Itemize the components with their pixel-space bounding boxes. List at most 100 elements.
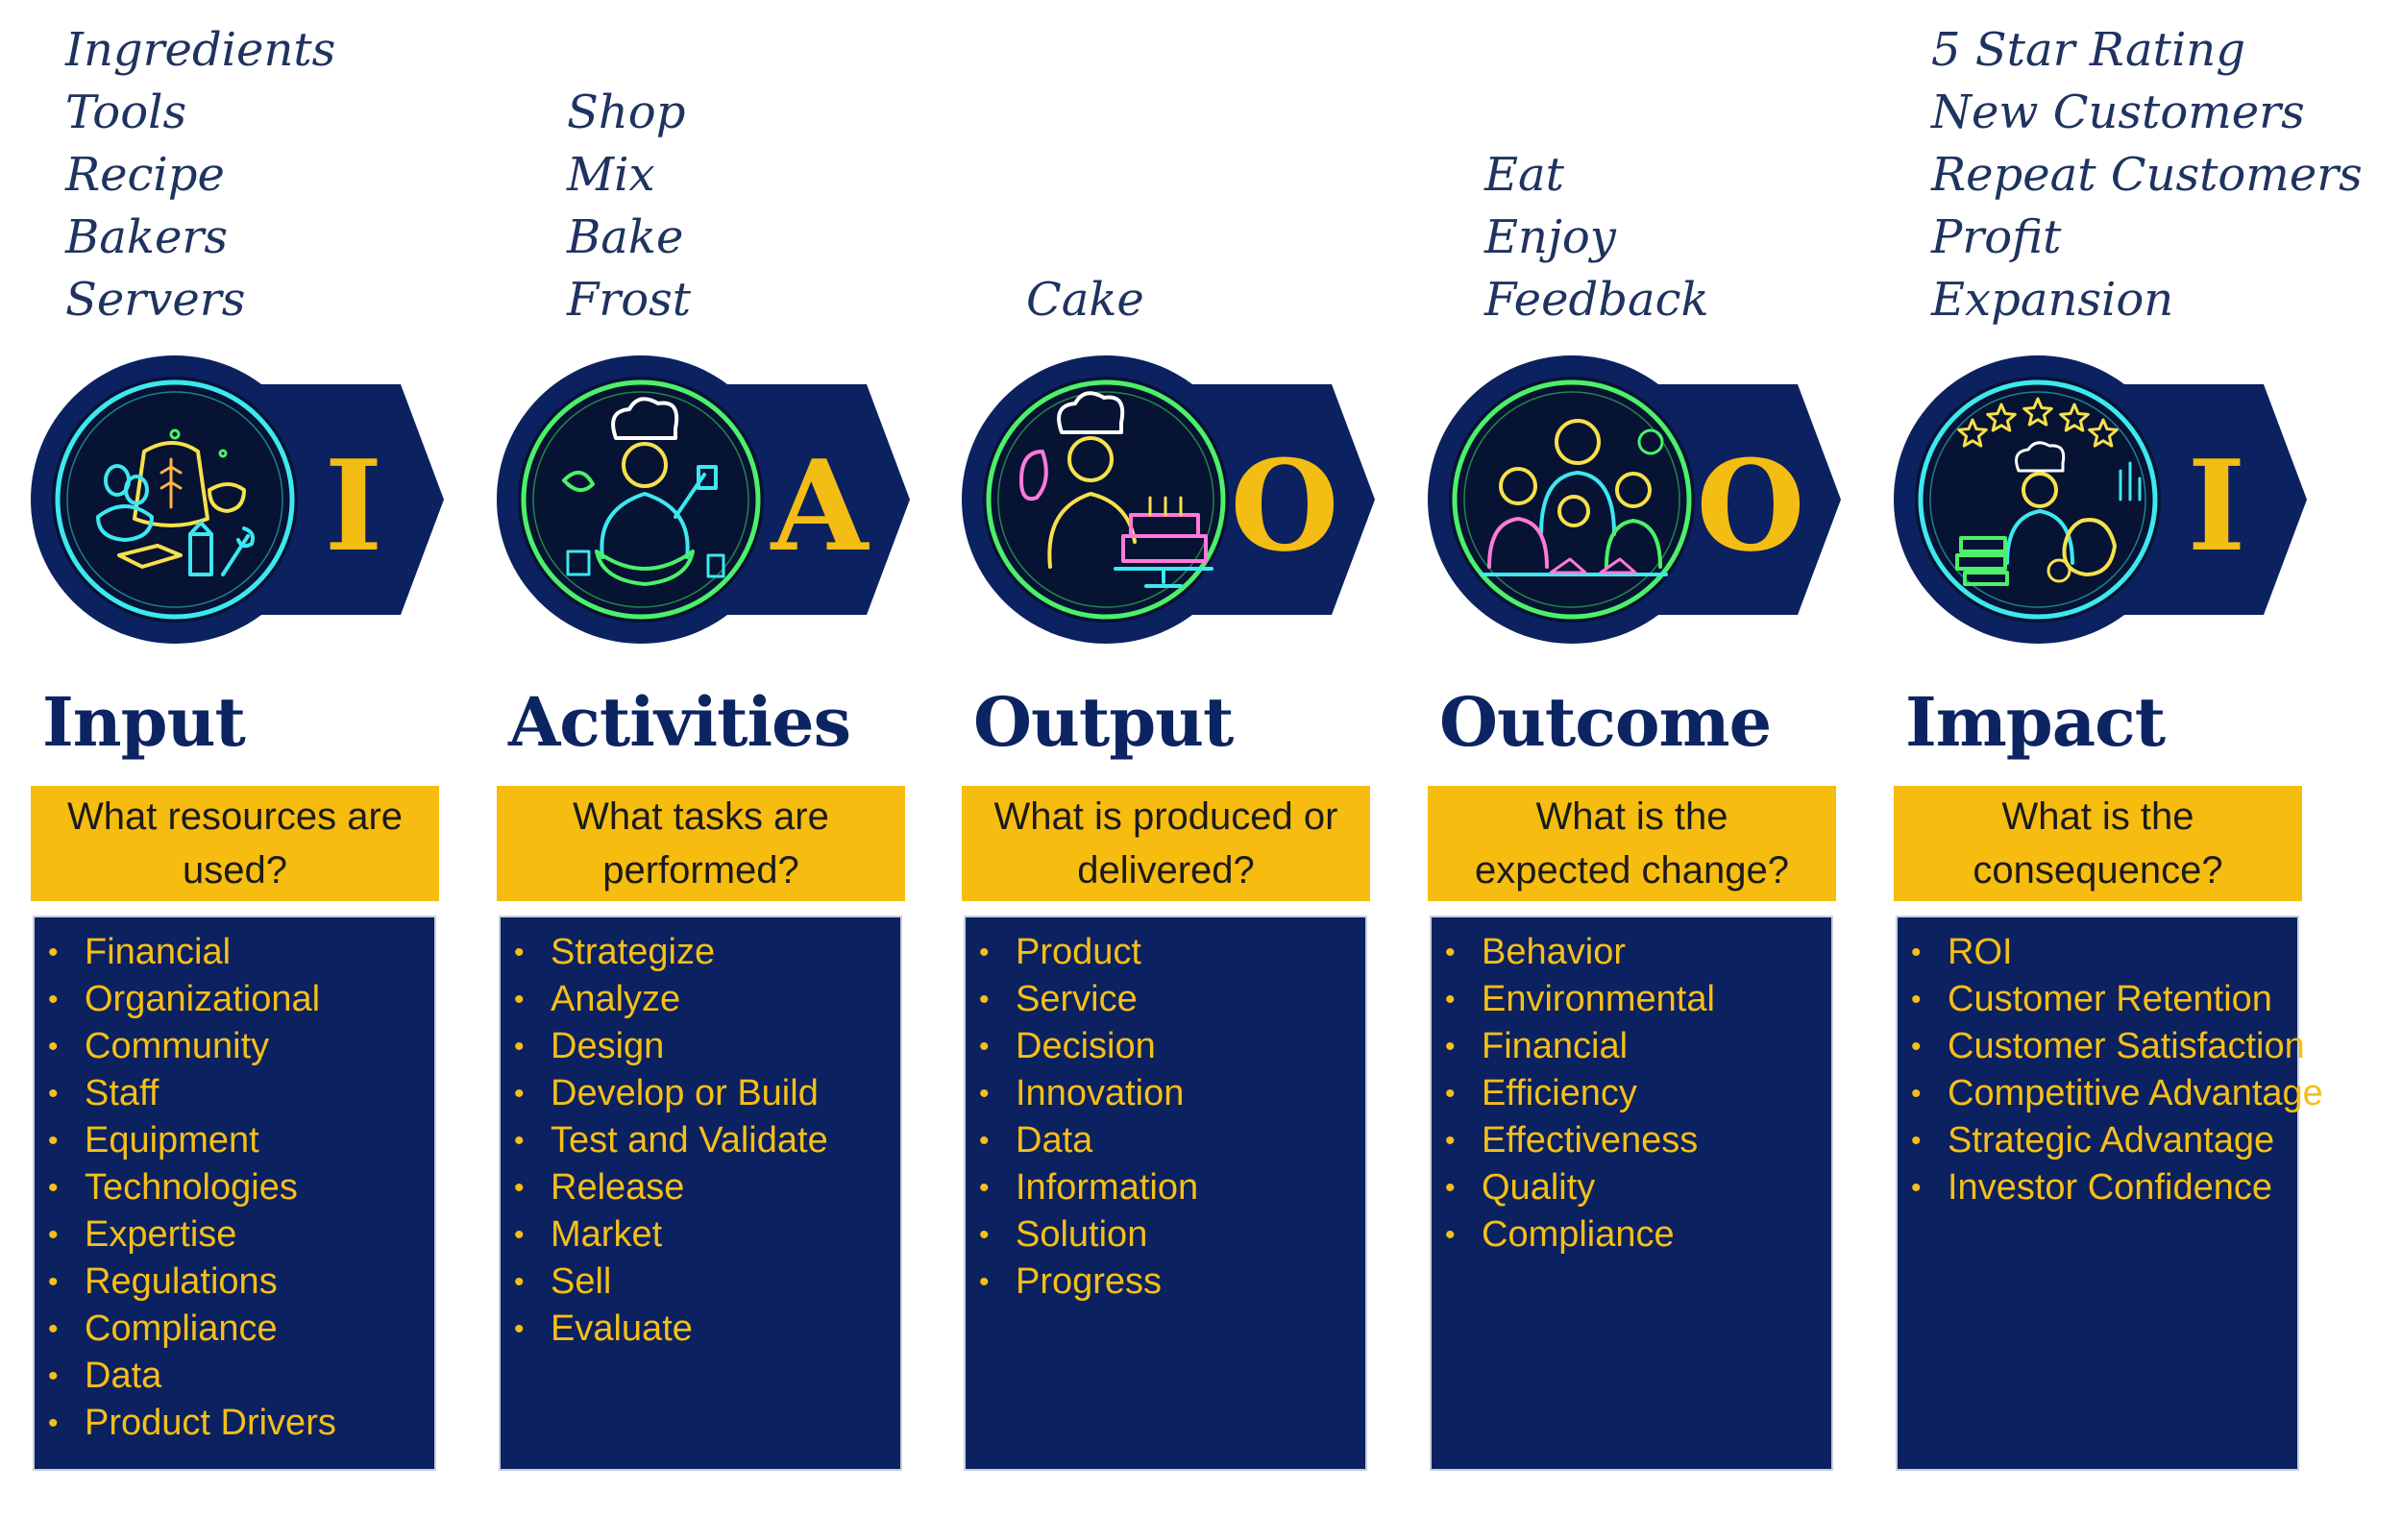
list-item: Financial — [35, 929, 434, 976]
note-line: Servers — [65, 273, 246, 327]
list-item: Regulations — [35, 1259, 434, 1306]
list-item: Test and Validate — [501, 1117, 900, 1164]
badge-shape — [962, 355, 1375, 644]
list-item: Organizational — [35, 976, 434, 1023]
note-line: Bake — [567, 210, 684, 264]
stage-question: What tasks are performed? — [497, 786, 905, 901]
list-item: Service — [966, 976, 1365, 1023]
note-line: Profit — [1931, 210, 2062, 264]
stage-badge: O — [962, 346, 1375, 653]
list-item: Quality — [1432, 1164, 1831, 1211]
stage-title: Impact — [1905, 682, 2166, 762]
list-item: Customer Retention — [1898, 976, 2297, 1023]
note-line: Tools — [65, 86, 187, 139]
list-item: Community — [35, 1023, 434, 1070]
list-item: Data — [35, 1353, 434, 1400]
list-item: Technologies — [35, 1164, 434, 1211]
list-item: Compliance — [35, 1306, 434, 1353]
family-eating-icon — [1480, 419, 1668, 576]
list-item: Sell — [501, 1259, 900, 1306]
list-item: Analyze — [501, 976, 900, 1023]
stage-question-text: What is produced or delivered? — [993, 795, 1338, 892]
stage-badge: I — [1894, 346, 2307, 653]
chef-cake-icon — [1019, 391, 1213, 588]
stage-letter: I — [324, 432, 383, 579]
stage-question: What resources are used? — [31, 786, 439, 901]
list-item: Market — [501, 1211, 900, 1259]
note-line: 5 Star Rating — [1931, 23, 2245, 77]
rating-profit-icon — [1955, 397, 2142, 586]
list-item: Investor Confidence — [1898, 1164, 2297, 1211]
note-line: Expansion — [1931, 273, 2174, 327]
stage-items-box: ProductServiceDecisionInnovationDataInfo… — [964, 916, 1367, 1471]
list-item: Decision — [966, 1023, 1365, 1070]
note-line: Recipe — [65, 148, 225, 202]
list-item: Data — [966, 1117, 1365, 1164]
stage-items-list: ROICustomer RetentionCustomer Satisfacti… — [1898, 917, 2323, 1211]
list-item: Progress — [966, 1259, 1365, 1306]
list-item: Competitive Advantage — [1898, 1070, 2323, 1117]
stage-letter: O — [1696, 432, 1805, 579]
list-item: Product Drivers — [35, 1400, 434, 1447]
stage-question: What is the expected change? — [1428, 786, 1836, 901]
badge-shape — [1428, 355, 1841, 644]
list-item: Environmental — [1432, 976, 1831, 1023]
stage-badge: O — [1428, 346, 1841, 653]
badge-shape — [1894, 355, 2307, 644]
note-line: Cake — [1026, 273, 1144, 327]
list-item: Behavior — [1432, 929, 1831, 976]
stage-title: Output — [973, 682, 1234, 762]
list-item: Customer Satisfaction — [1898, 1023, 2305, 1070]
list-item: Equipment — [35, 1117, 434, 1164]
stage-title: Activities — [508, 682, 851, 762]
list-item: Expertise — [35, 1211, 434, 1259]
stage-letter: O — [1230, 432, 1339, 579]
note-line: Mix — [567, 148, 655, 202]
note-line: Repeat Customers — [1931, 148, 2363, 202]
stage-badge: I — [31, 346, 444, 653]
list-item: Effectiveness — [1432, 1117, 1831, 1164]
list-item: Staff — [35, 1070, 434, 1117]
stage-items-box: ROICustomer RetentionCustomer Satisfacti… — [1896, 916, 2323, 1471]
stage-question-text: What tasks are performed? — [573, 795, 829, 892]
stage-items-box: FinancialOrganizationalCommunityStaffEqu… — [33, 916, 436, 1471]
badge-shape — [497, 355, 910, 644]
list-item: Efficiency — [1432, 1070, 1831, 1117]
stage-question: What is produced or delivered? — [962, 786, 1370, 901]
stage-title: Input — [42, 682, 246, 762]
note-line: Ingredients — [65, 23, 336, 77]
list-item: Innovation — [966, 1070, 1365, 1117]
list-item: Strategize — [501, 929, 900, 976]
list-item: Evaluate — [501, 1306, 900, 1353]
stage-items-list: BehaviorEnvironmentalFinancialEfficiency… — [1432, 917, 1831, 1259]
stage-letter: I — [2187, 432, 2246, 579]
note-line: Eat — [1484, 148, 1564, 202]
note-line: Frost — [567, 273, 692, 327]
stage-question-text: What resources are used? — [66, 795, 404, 892]
list-item: Develop or Build — [501, 1070, 900, 1117]
list-item: Strategic Advantage — [1898, 1117, 2297, 1164]
list-item: Solution — [966, 1211, 1365, 1259]
list-item: Information — [966, 1164, 1365, 1211]
chef-mixing-icon — [562, 397, 725, 586]
list-item: Design — [501, 1023, 900, 1070]
note-line: Bakers — [65, 210, 228, 264]
stage-items-list: StrategizeAnalyzeDesignDevelop or BuildT… — [501, 917, 900, 1353]
list-item: Release — [501, 1164, 900, 1211]
stage-items-box: StrategizeAnalyzeDesignDevelop or BuildT… — [499, 916, 902, 1471]
stage-badge: A — [497, 346, 910, 653]
stage-items-list: FinancialOrganizationalCommunityStaffEqu… — [35, 917, 434, 1447]
badge-shape — [31, 355, 444, 644]
list-item: Product — [966, 929, 1365, 976]
ingredients-icon — [96, 428, 255, 576]
note-line: Feedback — [1484, 273, 1709, 327]
